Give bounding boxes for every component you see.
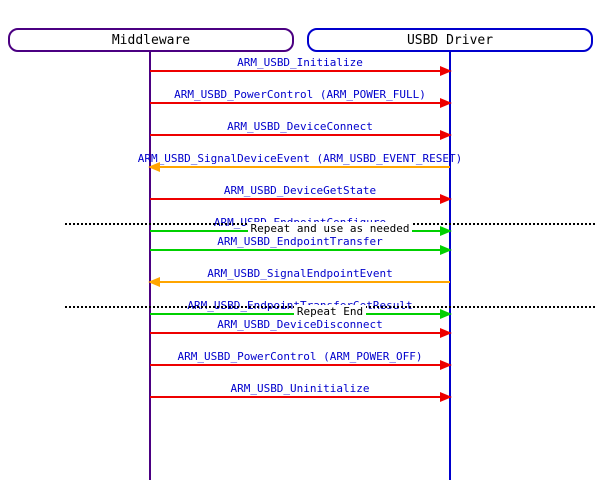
arrowhead-right-icon	[440, 360, 452, 370]
message-row: ARM_USBD_Initialize	[150, 54, 452, 76]
message-row: ARM_USBD_Uninitialize	[150, 380, 452, 402]
arrowhead-right-icon	[440, 226, 452, 236]
lifeline-middleware	[149, 51, 151, 480]
message-row: ARM_USBD_PowerControl (ARM_POWER_FULL)	[150, 86, 452, 108]
message-label: ARM_USBD_DeviceGetState	[223, 184, 377, 197]
divider-row: Repeat End	[65, 300, 595, 319]
message-row: ARM_USBD_DeviceDisconnect	[150, 316, 452, 338]
message-label: ARM_USBD_PowerControl (ARM_POWER_FULL)	[174, 88, 426, 101]
arrowhead-left-icon	[148, 162, 160, 172]
message-label: ARM_USBD_EndpointTransfer	[217, 235, 383, 248]
message-line	[150, 198, 450, 200]
message-row: ARM_USBD_SignalEndpointEvent	[148, 265, 450, 287]
arrowhead-right-icon	[440, 66, 452, 76]
divider-label: Repeat End	[293, 305, 367, 319]
arrowhead-right-icon	[440, 328, 452, 338]
message-label: ARM_USBD_SignalEndpointEvent	[207, 267, 393, 280]
arrowhead-right-icon	[440, 309, 452, 319]
message-row: ARM_USBD_DeviceConnect	[150, 118, 452, 140]
message-label: ARM_USBD_Initialize	[237, 56, 363, 69]
message-row: ARM_USBD_PowerControl (ARM_POWER_OFF)	[150, 348, 452, 370]
message-line	[150, 70, 450, 72]
message-label: ARM_USBD_Uninitialize	[230, 382, 370, 395]
message-line	[150, 281, 450, 283]
arrowhead-right-icon	[440, 98, 452, 108]
arrowhead-right-icon	[440, 392, 452, 402]
message-row: ARM_USBD_EndpointTransfer	[150, 233, 452, 255]
arrowhead-right-icon	[440, 194, 452, 204]
divider-row: Repeat and use as needed	[65, 217, 595, 236]
message-line	[150, 332, 450, 334]
message-label: ARM_USBD_PowerControl (ARM_POWER_OFF)	[177, 350, 423, 363]
message-line	[150, 166, 450, 168]
message-line	[150, 364, 450, 366]
message-line	[150, 134, 450, 136]
message-label: ARM_USBD_DeviceConnect	[227, 120, 373, 133]
message-row: ARM_USBD_DeviceGetState	[150, 182, 452, 204]
lifeline-usbd-driver	[449, 51, 451, 480]
message-line	[150, 249, 450, 251]
arrowhead-right-icon	[440, 245, 452, 255]
participant-usbd-driver-label: USBD Driver	[406, 32, 494, 48]
divider-label: Repeat and use as needed	[247, 222, 413, 236]
message-label: ARM_USBD_SignalDeviceEvent (ARM_USBD_EVE…	[137, 152, 463, 165]
participant-middleware: Middleware	[8, 28, 294, 52]
participant-usbd-driver: USBD Driver	[307, 28, 593, 52]
message-row: ARM_USBD_SignalDeviceEvent (ARM_USBD_EVE…	[138, 150, 462, 172]
arrowhead-left-icon	[148, 277, 160, 287]
arrowhead-right-icon	[440, 130, 452, 140]
message-line	[150, 102, 450, 104]
participant-middleware-label: Middleware	[111, 32, 191, 48]
message-line	[150, 396, 450, 398]
message-label: ARM_USBD_DeviceDisconnect	[217, 318, 383, 331]
